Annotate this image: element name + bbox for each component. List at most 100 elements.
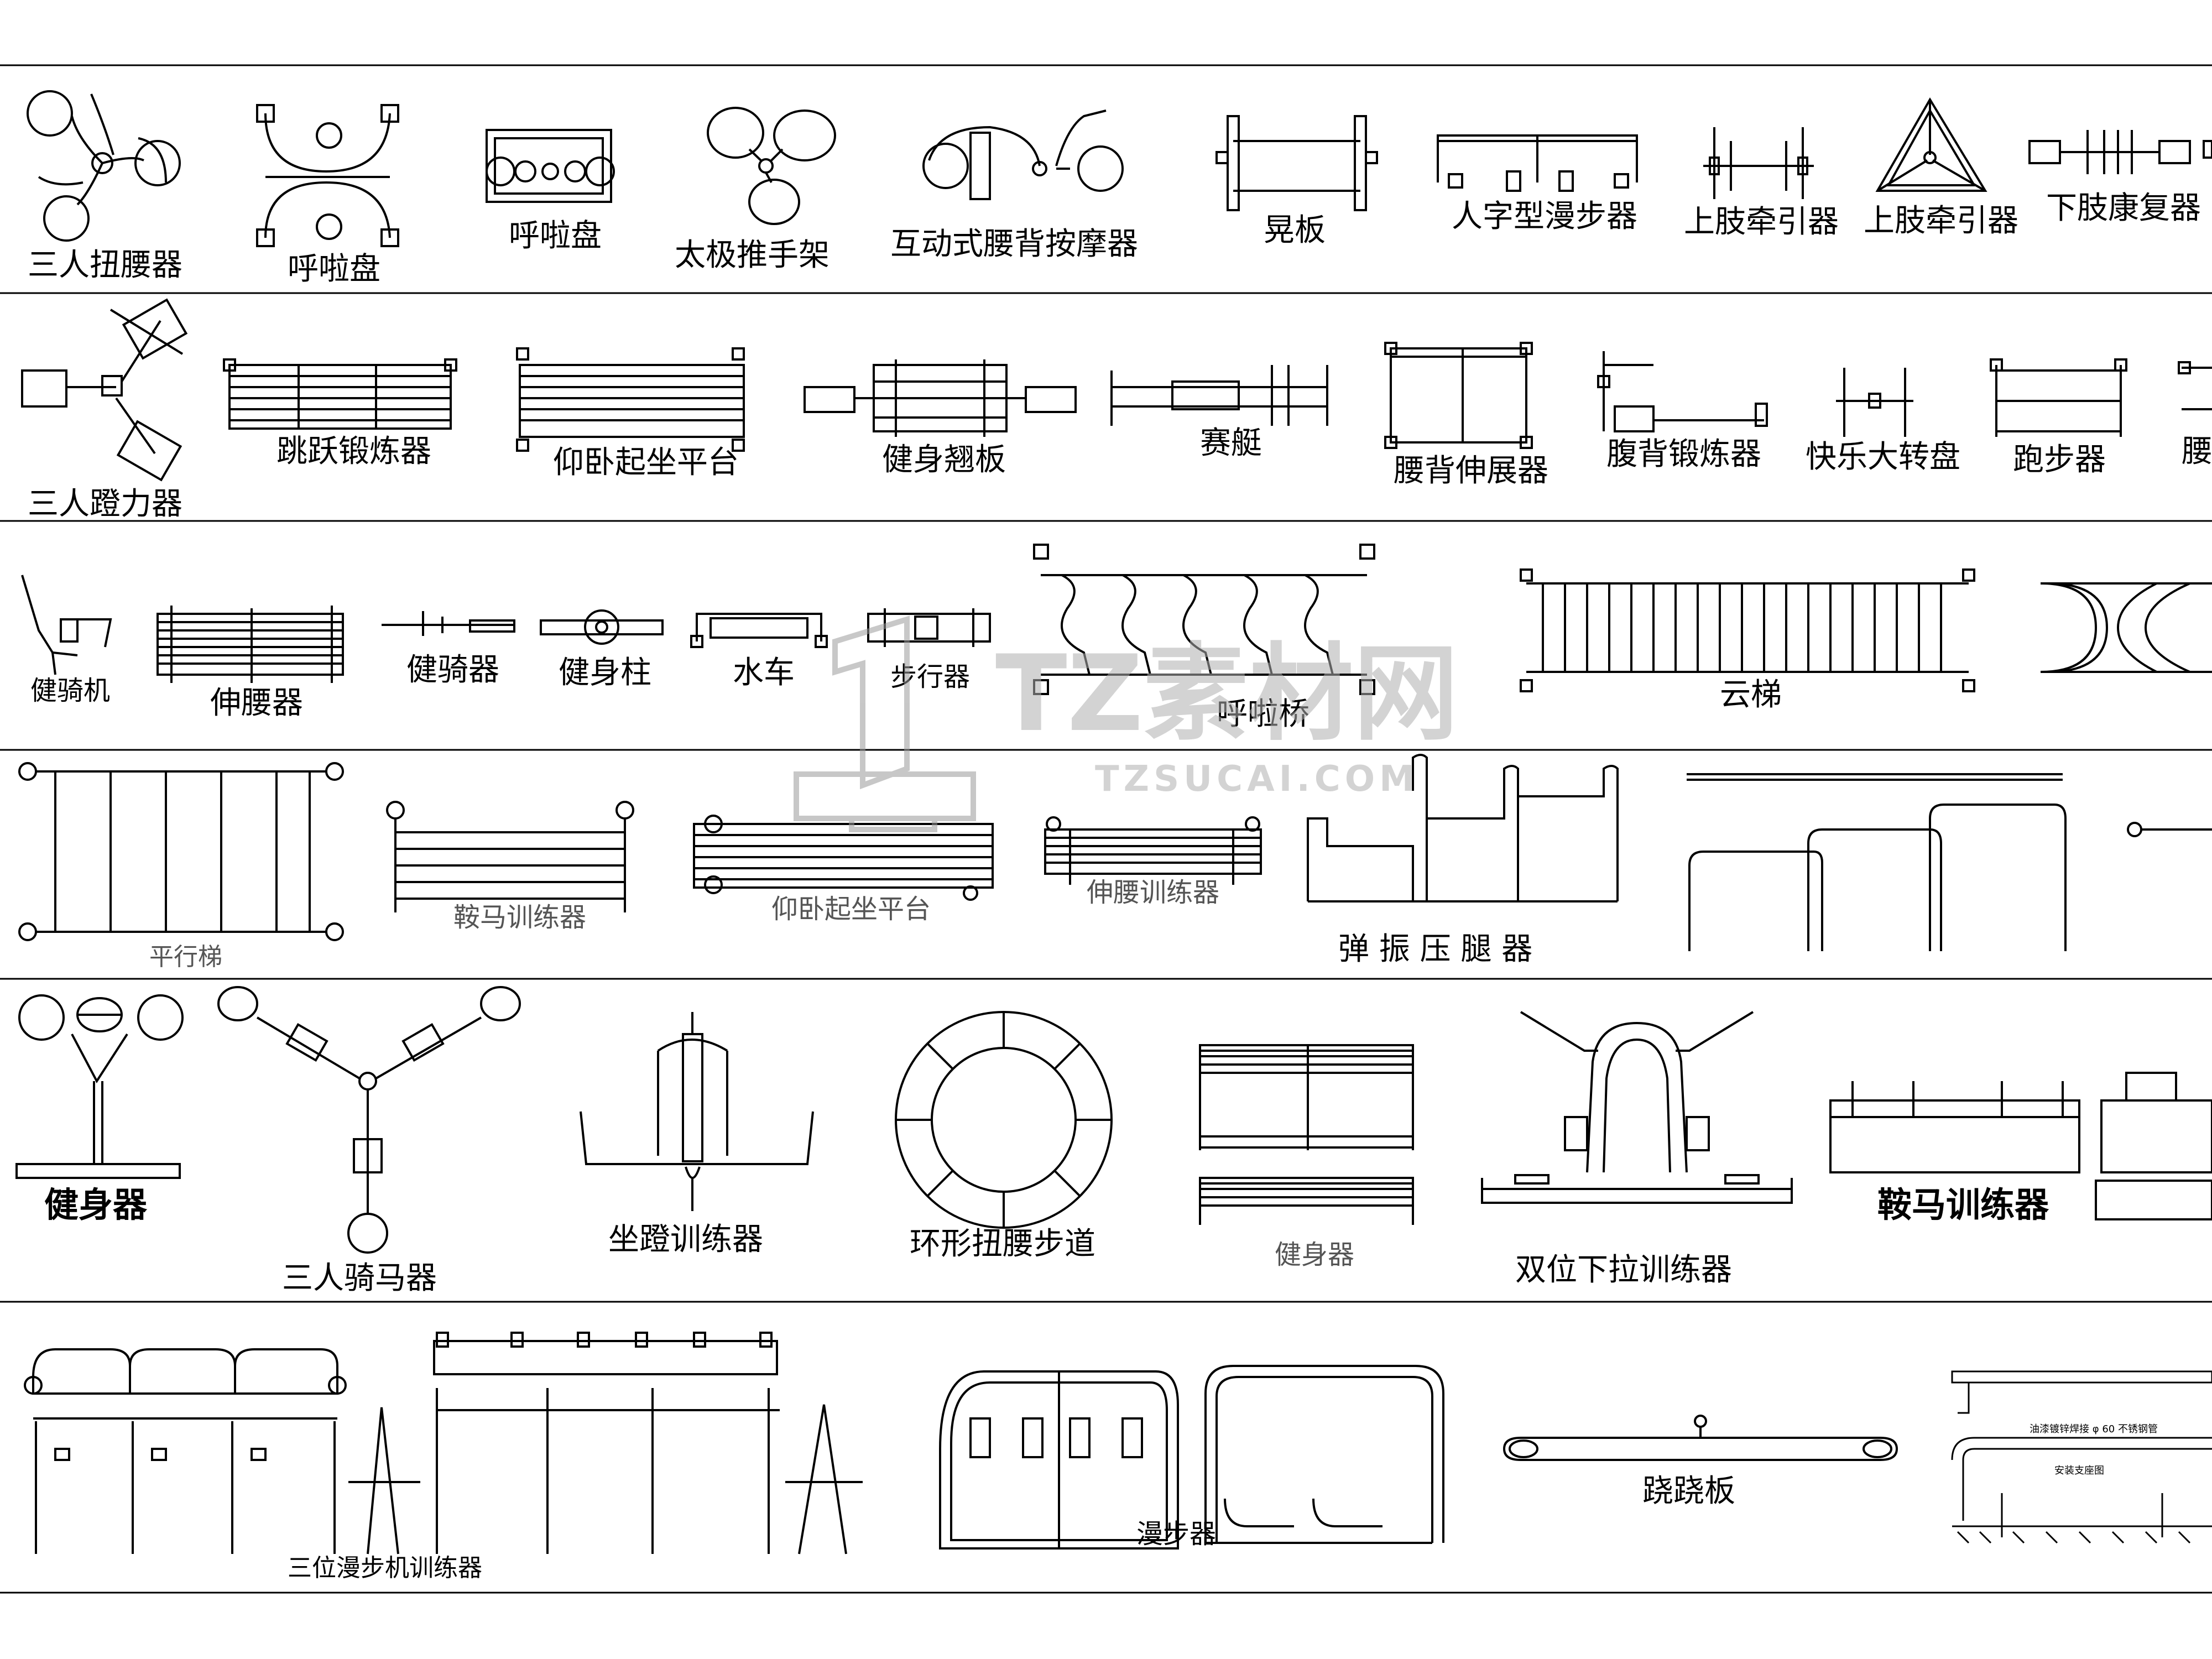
- label-rowing-machine: 赛艇: [1200, 425, 1262, 461]
- label-seesaw: 跷跷板: [1642, 1473, 1735, 1509]
- fitness-seesaw-drawing: [804, 359, 1077, 437]
- install-detail-drawing: [1951, 1370, 2212, 1544]
- label-water-wheel: 水车: [733, 655, 795, 691]
- label-three-person-waist-twister: 三人扭腰器: [28, 247, 182, 283]
- waist-stretcher-drawing: [156, 606, 344, 683]
- label-hula-bridge: 呼啦桥: [1217, 696, 1310, 732]
- runner-drawing: [1990, 358, 2127, 437]
- label-happy-turntable: 快乐大转盘: [1806, 439, 1960, 475]
- watermark-title: TZ素材网: [995, 633, 1458, 755]
- label-back-massager: 互动式腰背按摩器: [890, 226, 1138, 262]
- ride-device-drawing: [382, 611, 515, 636]
- label-double-pulldown-trainer: 双位下拉训练器: [1515, 1252, 1732, 1288]
- label-waist-stretch-trainer: 伸腰训练器: [1087, 877, 1219, 908]
- watermark: TZ素材网 TZSUCAI.COM: [794, 615, 1458, 832]
- label-ring-twist-path: 环形扭腰步道: [910, 1226, 1095, 1262]
- label-partial-right: 腰: [2182, 434, 2212, 469]
- fitness-bench-drawing: [1199, 1044, 1414, 1225]
- partial-drawing-right: [2178, 361, 2212, 410]
- herringbone-walker-drawing: [1437, 134, 1638, 192]
- waist-twister-drawing: [27, 90, 181, 242]
- label-parallel-ladder: 平行梯: [149, 943, 222, 971]
- triple-walker-drawing: [24, 1348, 420, 1554]
- hula-plate-drawing: [256, 104, 399, 247]
- back-stretcher-drawing: [1384, 342, 1533, 449]
- row-4: 平行梯 鞍马训练器 仰卧起坐平台: [18, 754, 2212, 971]
- situp-platform-2-drawing: [693, 815, 994, 901]
- label-runner: 跑步器: [2013, 442, 2106, 478]
- fitness-column-drawing: [540, 609, 664, 645]
- stepped-platform-drawing: [1687, 773, 2067, 951]
- back-massager-drawing: [922, 109, 1124, 200]
- row-1: 三人扭腰器 呼啦盘 呼啦盘: [27, 90, 2212, 287]
- walker-3-drawing: [939, 1365, 1444, 1550]
- label-seated-press-trainer: 坐蹬训练器: [608, 1222, 763, 1258]
- row-3: 健骑机 伸腰器 健骑器 健身柱: [21, 544, 2212, 732]
- tai-chi-drawing: [707, 107, 836, 225]
- double-pulldown-drawing: [1481, 1011, 1793, 1204]
- situp-platform-drawing: [516, 347, 745, 452]
- label-fitness-machine-bold: 健身器: [44, 1185, 148, 1225]
- label-cloud-ladder: 云梯: [1720, 677, 1782, 713]
- label-fitness-seesaw: 健身翘板: [882, 442, 1006, 478]
- label-triple-walker-trainer: 三位漫步机训练器: [288, 1554, 482, 1582]
- label-pommel-horse-trainer: 鞍马训练器: [453, 902, 586, 933]
- parallel-ladder-drawing: [18, 762, 344, 941]
- note-steel-tube: 油漆镀锌焊接 φ 60 不锈钢管: [2030, 1423, 2158, 1435]
- cloud-ladder-drawing: [1520, 568, 1975, 692]
- partial-arch-drawing: [2040, 582, 2212, 673]
- label-spring-leg-press: 弹 振 压 腿 器: [1338, 931, 1532, 967]
- label-hula-plate-1: 呼啦盘: [288, 251, 380, 287]
- leg-press-spring-drawing: [1307, 754, 1619, 902]
- label-tai-chi-rack: 太极推手架: [675, 237, 830, 273]
- label-back-stretcher: 腰背伸展器: [1394, 453, 1548, 489]
- water-wheel-drawing: [690, 613, 828, 648]
- label-rocking-board: 晃板: [1264, 212, 1326, 248]
- seesaw-drawing: [1503, 1415, 1898, 1461]
- turntable-drawing: [1836, 368, 1913, 437]
- row-5: 健身器 三人骑马器 坐蹬训练器: [15, 986, 2212, 1296]
- waist-stretch-trainer-drawing: [1044, 816, 1262, 885]
- label-herringbone-walker: 人字型漫步器: [1452, 199, 1637, 234]
- ride-machine-drawing: [21, 575, 112, 675]
- label-hula-plate-2: 呼啦盘: [509, 218, 602, 254]
- watermark-url: TZSUCAI.COM: [1095, 759, 1419, 800]
- label-pommel-horse-trainer-2: 鞍马训练器: [1877, 1185, 2049, 1225]
- partial-bar-drawing: [2127, 822, 2212, 837]
- pommel-horse-drawing: [386, 801, 634, 912]
- hula-bridge-drawing: [1033, 544, 1375, 695]
- ring-path-drawing: [895, 1011, 1113, 1229]
- label-upper-limb-tractor-1: 上肢牵引器: [1684, 204, 1839, 240]
- abdominal-trainer-drawing: [1597, 351, 1768, 432]
- rowing-machine-drawing: [1110, 365, 1328, 426]
- upper-limb-tractor-1-drawing: [1703, 127, 1814, 199]
- label-walker-device: 步行器: [890, 661, 970, 692]
- label-three-person-leg-press: 三人蹬力器: [28, 486, 182, 522]
- triple-horse-rider-drawing: [217, 986, 521, 1254]
- lower-limb-rehab-drawing: [2028, 130, 2212, 174]
- label-lower-limb-rehab: 下肢康复器: [2046, 190, 2201, 226]
- fitness-machine-drawing: [15, 994, 184, 1179]
- label-fitness-bench: 健身器: [1275, 1239, 1354, 1270]
- label-abdominal-trainer: 腹背锻炼器: [1606, 436, 1761, 472]
- pommel-horse-2-drawing: [1829, 1072, 2212, 1220]
- row-2: 三人蹬力器 跳跃锻炼器 仰卧起坐平台: [21, 298, 2212, 522]
- label-ride-device: 健骑器: [406, 652, 499, 688]
- seated-press-drawing: [580, 1012, 814, 1211]
- note-install-support: 安装支座图: [2054, 1465, 2104, 1477]
- label-triple-horse-rider: 三人骑马器: [282, 1260, 437, 1296]
- label-jump-trainer: 跳跃锻炼器: [276, 434, 431, 469]
- jump-trainer-drawing: [223, 358, 457, 430]
- upper-limb-tractor-2-drawing: [1875, 97, 1987, 192]
- three-person-leg-press-drawing: [21, 298, 188, 482]
- row-dividers: [0, 64, 2212, 1594]
- hula-plate-2-drawing: [486, 129, 615, 203]
- label-waist-stretcher: 伸腰器: [210, 685, 303, 721]
- label-ride-machine: 健骑机: [30, 675, 110, 706]
- label-walker: 漫步器: [1136, 1519, 1216, 1550]
- watermark-logo-icon: [794, 615, 976, 832]
- label-upper-limb-tractor-2: 上肢牵引器: [1864, 203, 2018, 239]
- walker-trainer-2-drawing: [433, 1332, 863, 1554]
- label-situp-platform-2: 仰卧起坐平台: [771, 894, 931, 925]
